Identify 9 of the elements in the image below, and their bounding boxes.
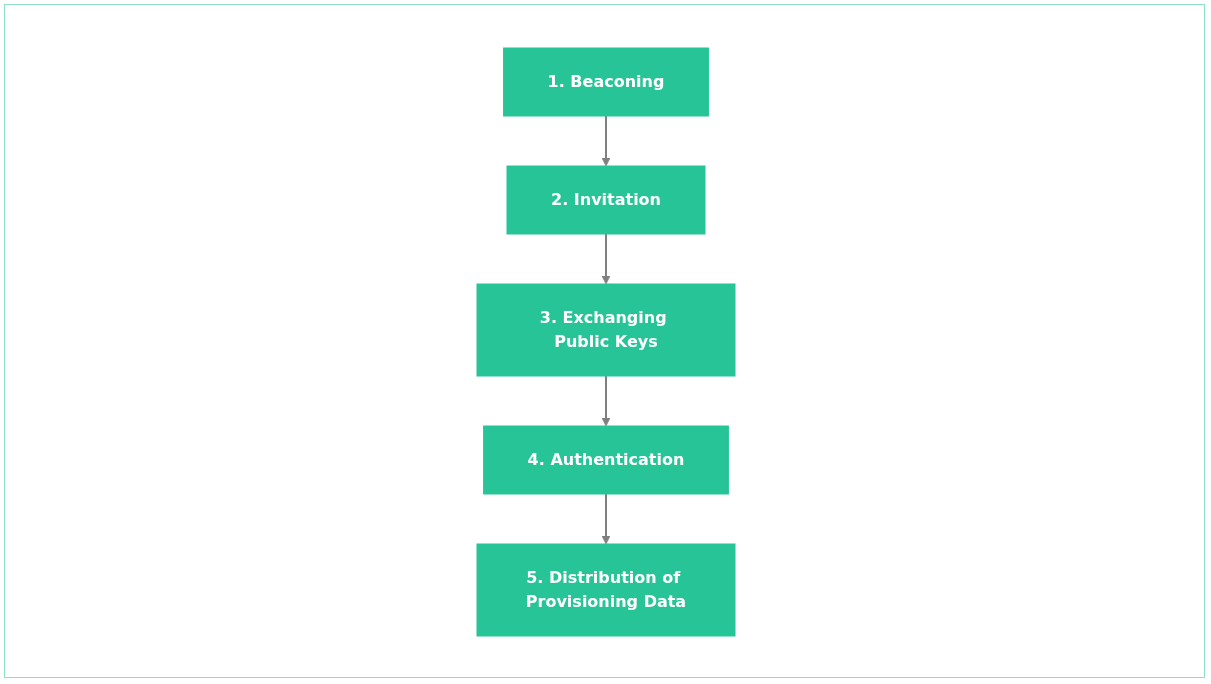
arrow	[601, 233, 610, 285]
node-box: 1. Beaconing	[502, 47, 709, 117]
node-box: 2. Invitation	[506, 165, 705, 235]
arrow	[601, 375, 610, 427]
node-box: 3. Exchanging Public Keys	[476, 283, 735, 377]
arrow	[601, 115, 610, 167]
node-box: 4. Authentication	[482, 425, 729, 495]
node-box: 5. Distribution of Provisioning Data	[476, 543, 735, 637]
arrow	[601, 493, 610, 545]
